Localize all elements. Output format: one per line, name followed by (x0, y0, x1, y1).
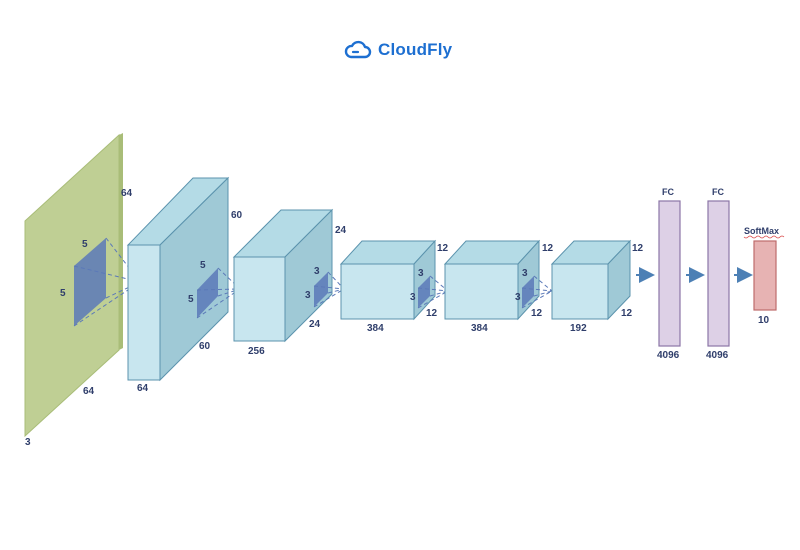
filter-1-width-label: 5 (82, 239, 88, 250)
conv-block-4-front (444, 263, 519, 320)
conv-block-5-channels-label: 192 (570, 323, 587, 334)
fc-layer-1-title: FC (662, 187, 674, 197)
filter-5-projection (521, 290, 553, 309)
filter-4-width-label: 3 (418, 268, 424, 279)
fc-layer-2-title: FC (712, 187, 724, 197)
fc-layer-2-bar (707, 200, 730, 347)
conv-block-3-width-label: 12 (437, 243, 449, 254)
input-height-label: 64 (83, 386, 95, 397)
filter-4-projection (429, 275, 449, 292)
softmax-title: SoftMax (744, 226, 779, 236)
filter-2-projection (217, 267, 241, 290)
filter-5-projection (533, 290, 553, 297)
filter-1-height-label: 5 (60, 288, 66, 299)
conv-block-4-channels-label: 384 (471, 323, 488, 334)
fc-layer-1: FC 4096 (657, 187, 681, 361)
filter-2-width-label: 5 (200, 260, 206, 271)
filter-5: 3 3 (515, 268, 553, 309)
conv-block-5-height-label: 12 (621, 308, 633, 319)
filter-3-projection (327, 271, 345, 290)
conv-block-3-height-label: 12 (426, 308, 438, 319)
input-depth-label: 3 (25, 437, 31, 448)
filter-3-patch (314, 272, 328, 307)
filter-4-patch (418, 276, 430, 308)
input-layer: 64 64 3 (24, 133, 133, 448)
brand-name: CloudFly (378, 40, 453, 59)
filter-4-height-label: 3 (410, 292, 416, 303)
filter-5-patch (522, 276, 534, 308)
softmax-title-underline (743, 235, 785, 239)
filter-2-projection (217, 288, 241, 297)
conv-block-5-width-label: 12 (632, 243, 644, 254)
conv-block-5-front (551, 263, 609, 320)
filter-3-height-label: 3 (305, 290, 311, 301)
softmax-layer: SoftMax 10 (743, 226, 785, 326)
input-width-label: 64 (121, 188, 133, 199)
conv-block-2-height-label: 24 (309, 319, 321, 330)
filter-1-projection (105, 237, 141, 283)
conv-block-3-channels-label: 384 (367, 323, 384, 334)
filter-3-projection (313, 285, 345, 290)
fc-layer-1-bar (658, 200, 681, 347)
cloud-icon (344, 40, 372, 59)
filter-2-patch (197, 268, 218, 318)
filter-2-height-label: 5 (188, 294, 194, 305)
filter-5-height-label: 3 (515, 292, 521, 303)
filter-3-projection (313, 288, 345, 308)
conv-block-2-channels-label: 256 (248, 346, 265, 357)
conv-block-5: 12 12 192 (550, 239, 644, 334)
softmax-units: 10 (758, 315, 770, 326)
filter-5-projection (533, 275, 553, 292)
filter-3-width-label: 3 (314, 266, 320, 277)
conv-block-1-channels-label: 64 (137, 383, 149, 394)
filter-5-width-label: 3 (522, 268, 528, 279)
conv-block-1-height-label: 60 (199, 341, 211, 352)
conv-block-1-width-label: 60 (231, 210, 243, 221)
brand-logo: CloudFly (344, 36, 452, 64)
filter-4: 3 3 (410, 268, 449, 309)
filter-2: 5 5 (188, 260, 241, 319)
conv-block-2-front (233, 256, 286, 342)
filter-2-projection (196, 288, 241, 291)
conv-block-1-front (127, 244, 161, 381)
filter-1-patch (74, 238, 106, 326)
filter-3-projection (327, 288, 345, 294)
fc-layer-1-units: 4096 (657, 350, 680, 361)
fc-layer-2-units: 4096 (706, 350, 729, 361)
conv-block-4: 12 12 384 (443, 239, 554, 334)
filter-3: 3 3 (305, 266, 345, 308)
conv-block-2: 24 24 256 (232, 208, 347, 357)
conv-block-1: 60 60 64 (126, 176, 243, 394)
conv-block-3-front (340, 263, 415, 320)
fc-layer-2: FC 4096 (706, 187, 730, 361)
softmax-bar (753, 240, 777, 311)
filter-5-projection (521, 287, 553, 292)
conv-block-4-width-label: 12 (542, 243, 554, 254)
conv-block-4-height-label: 12 (531, 308, 543, 319)
conv-block-3: 12 12 384 (339, 239, 449, 334)
filter-2-projection (196, 288, 241, 319)
filter-4-projection (417, 287, 449, 292)
input-sheet-edge (119, 133, 123, 350)
filter-4-projection (417, 290, 449, 309)
conv-block-2-width-label: 24 (335, 225, 347, 236)
